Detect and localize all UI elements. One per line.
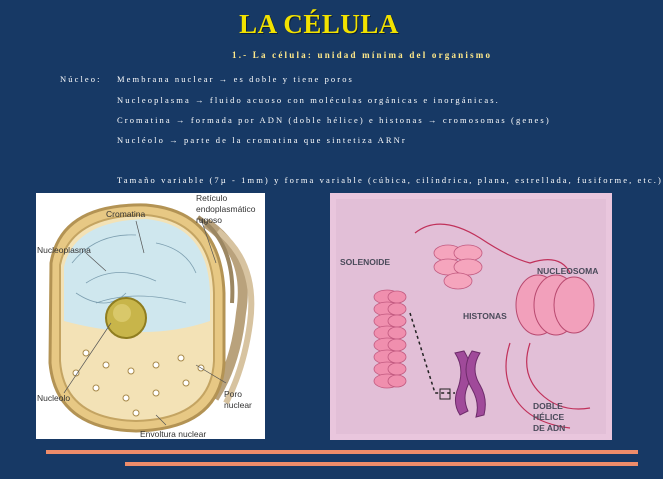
label-doble-3: DE ADN — [533, 423, 566, 433]
line-membrana: Membrana nuclear → es doble y tiene poro… — [117, 74, 354, 84]
line-nucleolo: Nucléolo → parte de la cromatina que sin… — [117, 135, 407, 145]
line-nucleoplasma: Nucleoplasma → fluido acuoso con molécul… — [117, 95, 500, 105]
cromatina-term: Cromatina — [117, 115, 172, 125]
chromatin-illustration: SOLENOIDE NUCLEOSOMA HISTONAS DOBLE HÉLI… — [330, 193, 612, 440]
nucleus-drawing — [48, 203, 255, 433]
membrana-text: es doble y tiene poros — [233, 74, 354, 84]
label-solenoide: SOLENOIDE — [340, 257, 391, 267]
cromatina-tail: cromosomas (genes) — [442, 115, 551, 125]
nucleo-label: Núcleo: — [60, 74, 102, 84]
label-envoltura: Envoltura nuclear — [140, 429, 207, 439]
label-doble-1: DOBLE — [533, 401, 563, 411]
nucleolo-term: Nucléolo — [117, 135, 165, 145]
pores-shape — [72, 349, 205, 417]
label-reticulo-2: endoplasmático — [196, 204, 256, 214]
label-poro-2: nuclear — [224, 400, 252, 410]
line-tamano: Tamaño variable (7µ - 1mm) y forma varia… — [117, 175, 663, 185]
label-cromatina: Cromatina — [106, 209, 146, 219]
solenoide-shape — [373, 289, 407, 389]
reticulo-shape — [196, 215, 255, 405]
slide-title: LA CÉLULA — [239, 9, 399, 39]
line-cromatina: Cromatina → formada por ADN (doble hélic… — [117, 115, 551, 125]
membrana-term: Membrana nuclear — [117, 74, 215, 84]
chromatin-drawing — [330, 193, 612, 440]
nucleoplasma-shape — [64, 219, 210, 332]
label-nucleolo: Nucleolo — [37, 393, 71, 403]
leader-lines — [63, 218, 227, 426]
label-nucleosoma: NUCLEOSOMA — [537, 266, 599, 276]
nucleus-illustration: Cromatina Retículo endoplasmático rugoso… — [36, 193, 265, 439]
cromatina-text: formada por ADN (doble hélice) e histona… — [190, 115, 424, 125]
arrow-icon: → — [428, 115, 439, 125]
nucleoplasma-term: Nucleoplasma — [117, 95, 191, 105]
label-doble-2: HÉLICE — [533, 412, 565, 422]
label-histonas: HISTONAS — [463, 311, 507, 321]
arrow-icon: → — [195, 95, 206, 105]
arrow-icon: → — [218, 74, 230, 84]
nucleosome-cluster — [433, 244, 483, 290]
chromosome-shape — [454, 350, 486, 418]
nucleolo-text: parte de la cromatina que sintetiza ARNr — [184, 135, 407, 145]
accent-bar-top — [46, 450, 638, 454]
label-reticulo-1: Retículo — [196, 193, 228, 203]
nucleosoma-shape — [515, 274, 595, 336]
slide-subtitle: 1.- La célula: unidad mínima del organis… — [232, 50, 493, 60]
label-nucleoplasma: Nucleoplasma — [37, 245, 91, 255]
dna-strand — [414, 223, 591, 429]
nucleoplasma-text: fluido acuoso con moléculas orgánicas e … — [209, 95, 500, 105]
label-reticulo-3: rugoso — [196, 215, 222, 225]
arrow-icon: → — [176, 115, 187, 125]
dotted-link — [409, 312, 455, 394]
label-poro-1: Poro — [224, 389, 242, 399]
accent-bar-bottom — [125, 462, 638, 466]
arrow-icon: → — [169, 135, 180, 145]
